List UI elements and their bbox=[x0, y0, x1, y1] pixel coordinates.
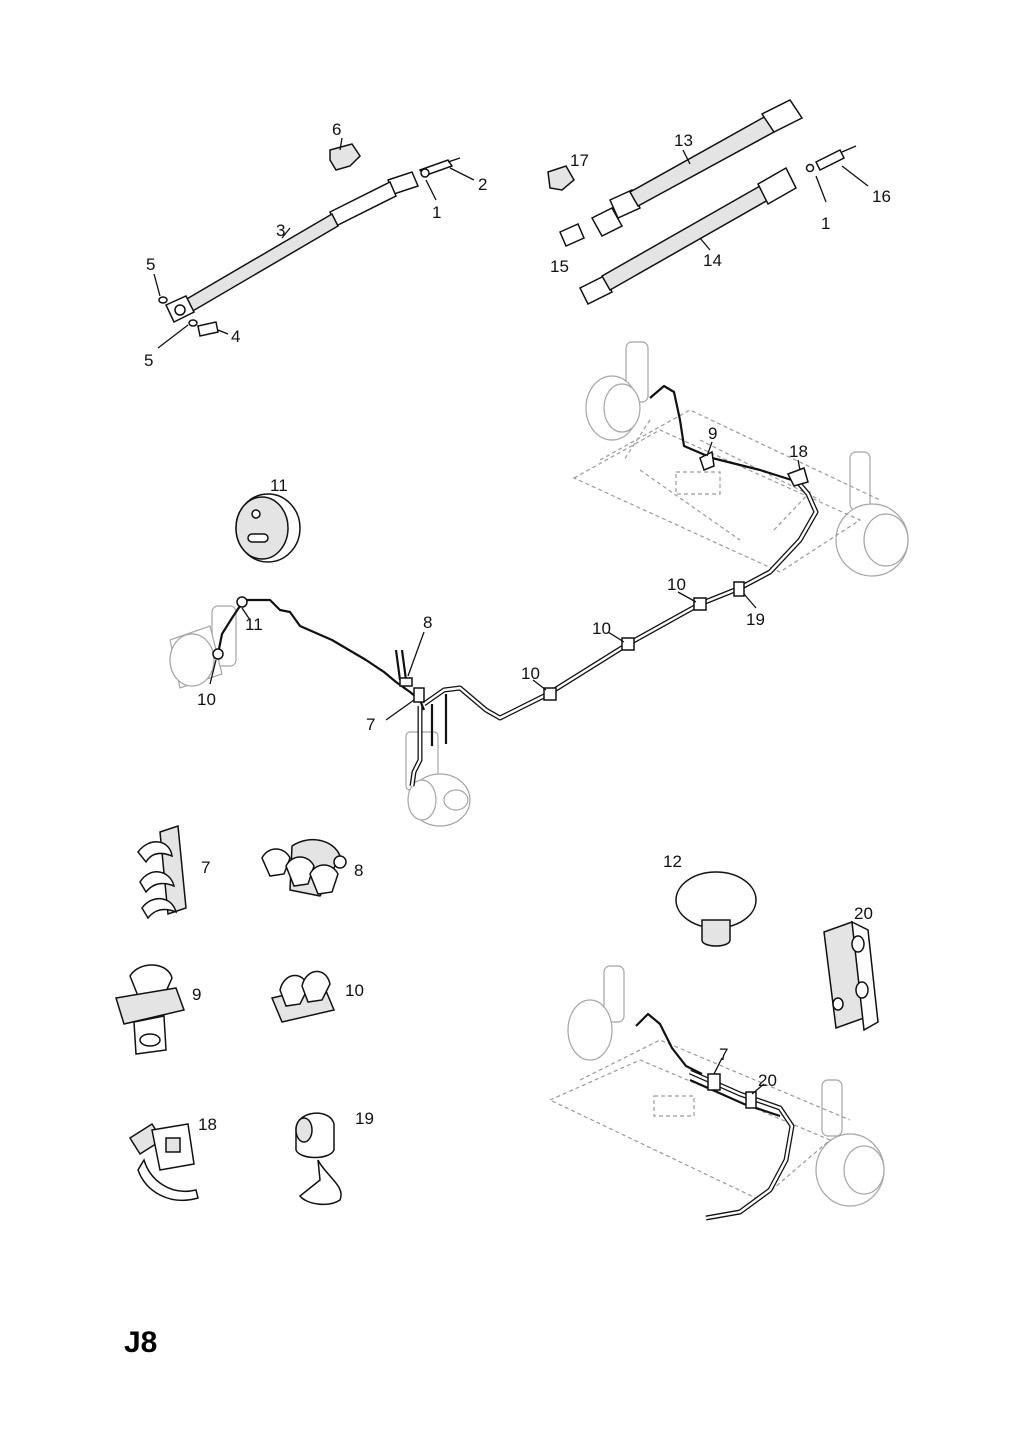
callout-10-c: 10 bbox=[667, 575, 686, 594]
brake-pipe-rear bbox=[649, 384, 799, 484]
part-5-washer-bottom bbox=[188, 319, 198, 327]
callout-11-route: 11 bbox=[245, 615, 263, 634]
part-9-push-clip bbox=[115, 964, 185, 1055]
callout-16: 16 bbox=[872, 187, 891, 206]
callout-9-detail: 9 bbox=[192, 985, 201, 1004]
callout-15: 15 bbox=[550, 257, 569, 276]
callout-1: 1 bbox=[432, 203, 441, 222]
banjo-eye bbox=[174, 304, 186, 316]
part-1-seal-right bbox=[805, 163, 815, 173]
brake-hose-assembly-right: 13 17 16 1 15 14 bbox=[547, 99, 891, 306]
callout-12: 12 bbox=[663, 852, 682, 871]
clip-details: 7 8 9 10 18 19 bbox=[115, 824, 374, 1206]
callout-8-detail: 8 bbox=[354, 861, 363, 880]
part-3-ferrule bbox=[329, 180, 397, 228]
part-16-union bbox=[814, 148, 846, 172]
part-10-double-clip bbox=[270, 970, 336, 1023]
part-10-clip-3 bbox=[693, 597, 707, 611]
part-13-thread-end bbox=[590, 207, 624, 237]
part-4-bolt bbox=[197, 321, 219, 337]
lower-right-assembly: 12 20 7 20 bbox=[548, 852, 885, 1221]
callout-18-detail: 18 bbox=[198, 1115, 217, 1134]
lower-pipe-rear bbox=[635, 1012, 703, 1075]
brake-hose-assembly-left: 6 2 1 3 5 4 5 bbox=[144, 120, 487, 370]
part-6-clip bbox=[329, 143, 361, 171]
front-brake-ghost bbox=[169, 605, 471, 827]
part-19-clip-detail bbox=[295, 1112, 342, 1206]
callout-3: 3 bbox=[276, 221, 285, 240]
part-8-clip bbox=[399, 677, 413, 687]
part-11-grommet bbox=[235, 493, 301, 563]
page-label: J8 bbox=[124, 1326, 157, 1359]
brake-pipe-main bbox=[422, 480, 819, 721]
callout-19-detail: 19 bbox=[355, 1109, 374, 1128]
junction-pipes bbox=[394, 649, 408, 681]
callout-9-main: 9 bbox=[708, 424, 717, 443]
part-12-plug bbox=[675, 871, 757, 947]
callout-1-right: 1 bbox=[821, 214, 830, 233]
part-1-seal bbox=[420, 168, 430, 178]
callout-7-lower: 7 bbox=[719, 1045, 728, 1064]
brake-pipe-left bbox=[216, 598, 426, 711]
callout-7-main: 7 bbox=[366, 715, 375, 734]
callout-4: 4 bbox=[231, 327, 240, 346]
callout-11-grommet: 11 bbox=[270, 476, 288, 495]
callout-2: 2 bbox=[478, 175, 487, 194]
lower-axle-ghost bbox=[548, 965, 885, 1207]
part-7-triple-clip bbox=[137, 824, 187, 920]
part-15-adapter bbox=[559, 223, 585, 247]
callout-13: 13 bbox=[674, 131, 693, 150]
part-14-hex bbox=[757, 166, 797, 206]
callout-10-b: 10 bbox=[592, 619, 611, 638]
callout-5-lower: 5 bbox=[144, 351, 153, 370]
part-18-clip bbox=[786, 467, 809, 487]
callout-7-detail: 7 bbox=[201, 858, 210, 877]
callout-10-left: 10 bbox=[197, 690, 216, 709]
part-18-clip-detail bbox=[128, 1122, 199, 1201]
part-10-clip-left bbox=[212, 648, 224, 660]
part-20-clip bbox=[823, 920, 879, 1032]
callout-17: 17 bbox=[570, 151, 589, 170]
part-3-hose bbox=[184, 212, 339, 314]
part-10-clip-2 bbox=[621, 637, 635, 651]
callout-20-detail: 20 bbox=[854, 904, 873, 923]
part-11-grommet-left bbox=[236, 596, 248, 608]
brake-pipe-drop bbox=[430, 694, 448, 746]
part-20-clip-lower bbox=[745, 1091, 757, 1109]
part-13-end-fitting bbox=[760, 99, 804, 133]
callout-20-lower: 20 bbox=[758, 1071, 777, 1090]
part-8-multi-clip bbox=[261, 838, 347, 897]
callout-8-main: 8 bbox=[423, 613, 432, 632]
part-7-clip bbox=[413, 687, 425, 703]
part-17-clip bbox=[547, 165, 575, 191]
part-14-end bbox=[578, 274, 614, 306]
callout-5-upper: 5 bbox=[146, 255, 155, 274]
part-10-clip-1 bbox=[543, 687, 557, 701]
part-7-clip-lower bbox=[707, 1073, 721, 1091]
part-5-washer-top bbox=[158, 296, 168, 304]
rear-axle-ghost bbox=[572, 341, 909, 577]
callout-10-detail: 10 bbox=[345, 981, 364, 1000]
callout-18-main: 18 bbox=[789, 442, 808, 461]
callout-14: 14 bbox=[703, 251, 722, 270]
callout-19-main: 19 bbox=[746, 610, 765, 629]
main-pipe-routing: 9 18 11 11 10 8 7 10 10 10 19 bbox=[169, 341, 909, 827]
part-19-clip bbox=[733, 581, 745, 597]
callout-6: 6 bbox=[332, 120, 341, 139]
callout-10-a: 10 bbox=[521, 664, 540, 683]
